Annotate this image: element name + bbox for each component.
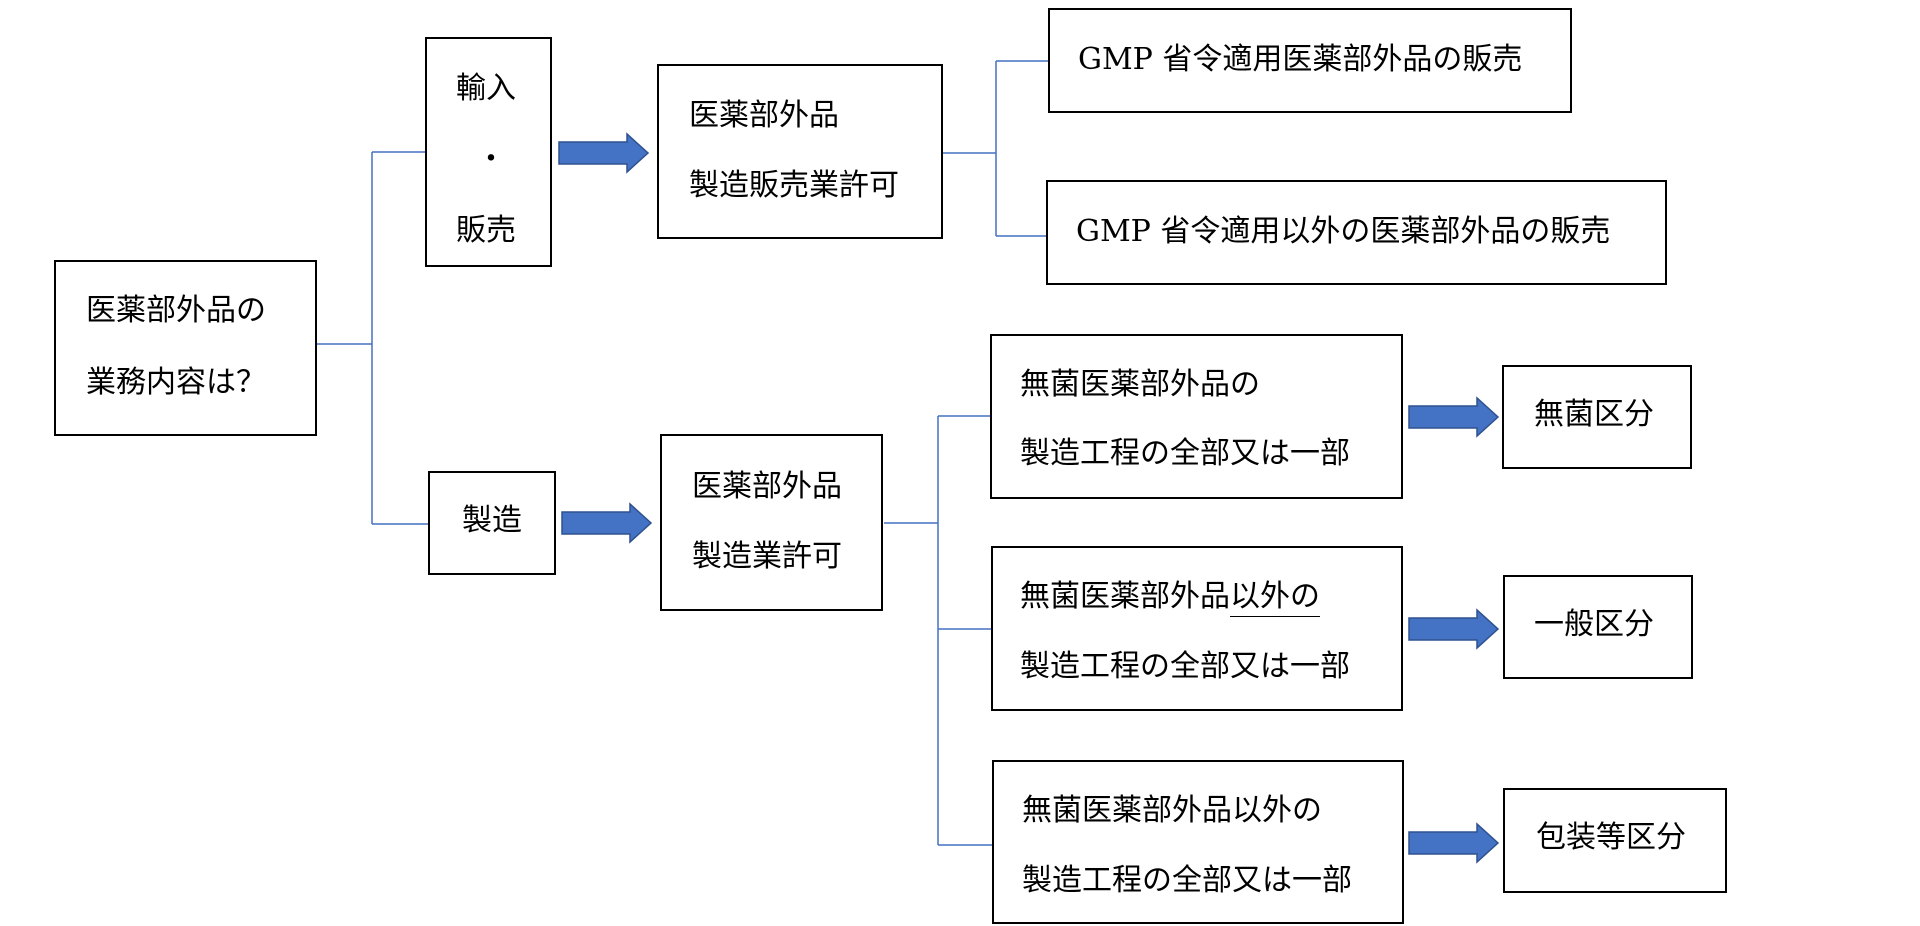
root-question-line1: 医薬部外品の: [86, 293, 266, 328]
packaging-process-box: [992, 760, 1404, 924]
packaging-category-label: 包装等区分: [1536, 820, 1686, 855]
general-category-box: [1503, 575, 1693, 679]
arrow-manufacture-to-license: [561, 502, 653, 544]
mfg-sales-license-line1: 医薬部外品: [689, 98, 839, 133]
import-sale-dot: ・: [476, 142, 506, 177]
import-sale-line3: 販売: [456, 213, 516, 248]
non-gmp-sale-label: GMP 省令適用以外の医薬部外品の販売: [1076, 214, 1611, 249]
gmp-sale-label: GMP 省令適用医薬部外品の販売: [1078, 42, 1523, 77]
mfg-sales-license-box: [657, 64, 943, 239]
sterile-process-line2: 製造工程の全部又は一部: [1020, 436, 1350, 471]
connector-mfg-branch: [884, 415, 994, 846]
arrow-general-to-category: [1408, 608, 1500, 650]
packaging-category-box: [1503, 788, 1727, 893]
mfg-license-line2: 製造業許可: [692, 539, 842, 574]
mfg-license-line1: 医薬部外品: [692, 469, 842, 504]
non-sterile-process-line1: 無菌医薬部外品以外の: [1020, 579, 1320, 617]
sterile-category-box: [1502, 365, 1692, 469]
root-question-line2: 業務内容は？: [86, 365, 266, 400]
non-sterile-process-line1-underlined: 以外の: [1230, 579, 1320, 617]
arrow-packaging-to-category: [1408, 822, 1500, 864]
manufacture-label: 製造: [462, 503, 522, 538]
packaging-process-line1: 無菌医薬部外品以外の: [1022, 793, 1322, 828]
arrow-sterile-to-category: [1408, 396, 1500, 438]
non-gmp-sale-box: [1046, 180, 1667, 285]
sterile-process-line1: 無菌医薬部外品の: [1020, 367, 1260, 402]
non-sterile-process-box: [991, 546, 1403, 711]
connector-sales-branch: [943, 60, 1050, 237]
gmp-sale-box: [1048, 8, 1572, 113]
sterile-process-box: [990, 334, 1403, 499]
non-sterile-process-line2: 製造工程の全部又は一部: [1020, 649, 1350, 684]
non-sterile-process-line1-plain: 無菌医薬部外品: [1020, 579, 1230, 614]
mfg-license-box: [660, 434, 883, 611]
sterile-category-label: 無菌区分: [1534, 397, 1654, 432]
packaging-process-line2: 製造工程の全部又は一部: [1022, 863, 1352, 898]
arrow-import-to-license: [558, 132, 650, 174]
root-question-box: [54, 260, 317, 436]
import-sale-line1: 輸入: [456, 71, 516, 106]
mfg-sales-license-line2: 製造販売業許可: [689, 168, 899, 203]
manufacture-box: [428, 471, 556, 575]
connector-root-branch: [316, 151, 428, 525]
import-sale-box: [425, 37, 552, 267]
general-category-label: 一般区分: [1534, 607, 1654, 642]
